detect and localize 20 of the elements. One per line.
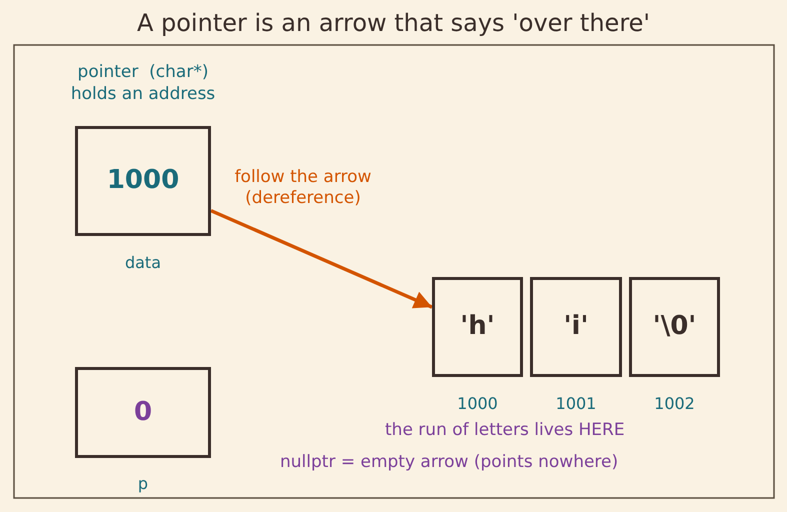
cell-value: '\0' — [652, 311, 696, 343]
address-label: 1002 — [653, 394, 696, 415]
diagram-title: A pointer is an arrow that says 'over there' — [136, 9, 652, 38]
cell-value: 1000 — [106, 165, 180, 197]
arrow — [210, 209, 433, 309]
note-text: nullptr = empty arrow (points nowhere) — [280, 451, 618, 474]
cell-value: 0 — [134, 396, 152, 428]
variable-label: p — [136, 474, 150, 495]
cell-value: 'i' — [564, 311, 588, 343]
pointer-box — [75, 126, 211, 236]
note-text: the run of letters lives HERE — [385, 419, 625, 442]
variable-label: data — [124, 253, 162, 274]
address-label: 1001 — [554, 394, 598, 415]
memory-cell — [629, 277, 720, 377]
memory-cell — [530, 277, 622, 377]
address-label: 1000 — [456, 394, 499, 415]
cell-value: 'h' — [460, 311, 495, 343]
pointer-box — [75, 367, 211, 458]
memory-cell — [432, 277, 523, 377]
pointer-caption: pointer (char*) holds an address — [70, 61, 216, 106]
